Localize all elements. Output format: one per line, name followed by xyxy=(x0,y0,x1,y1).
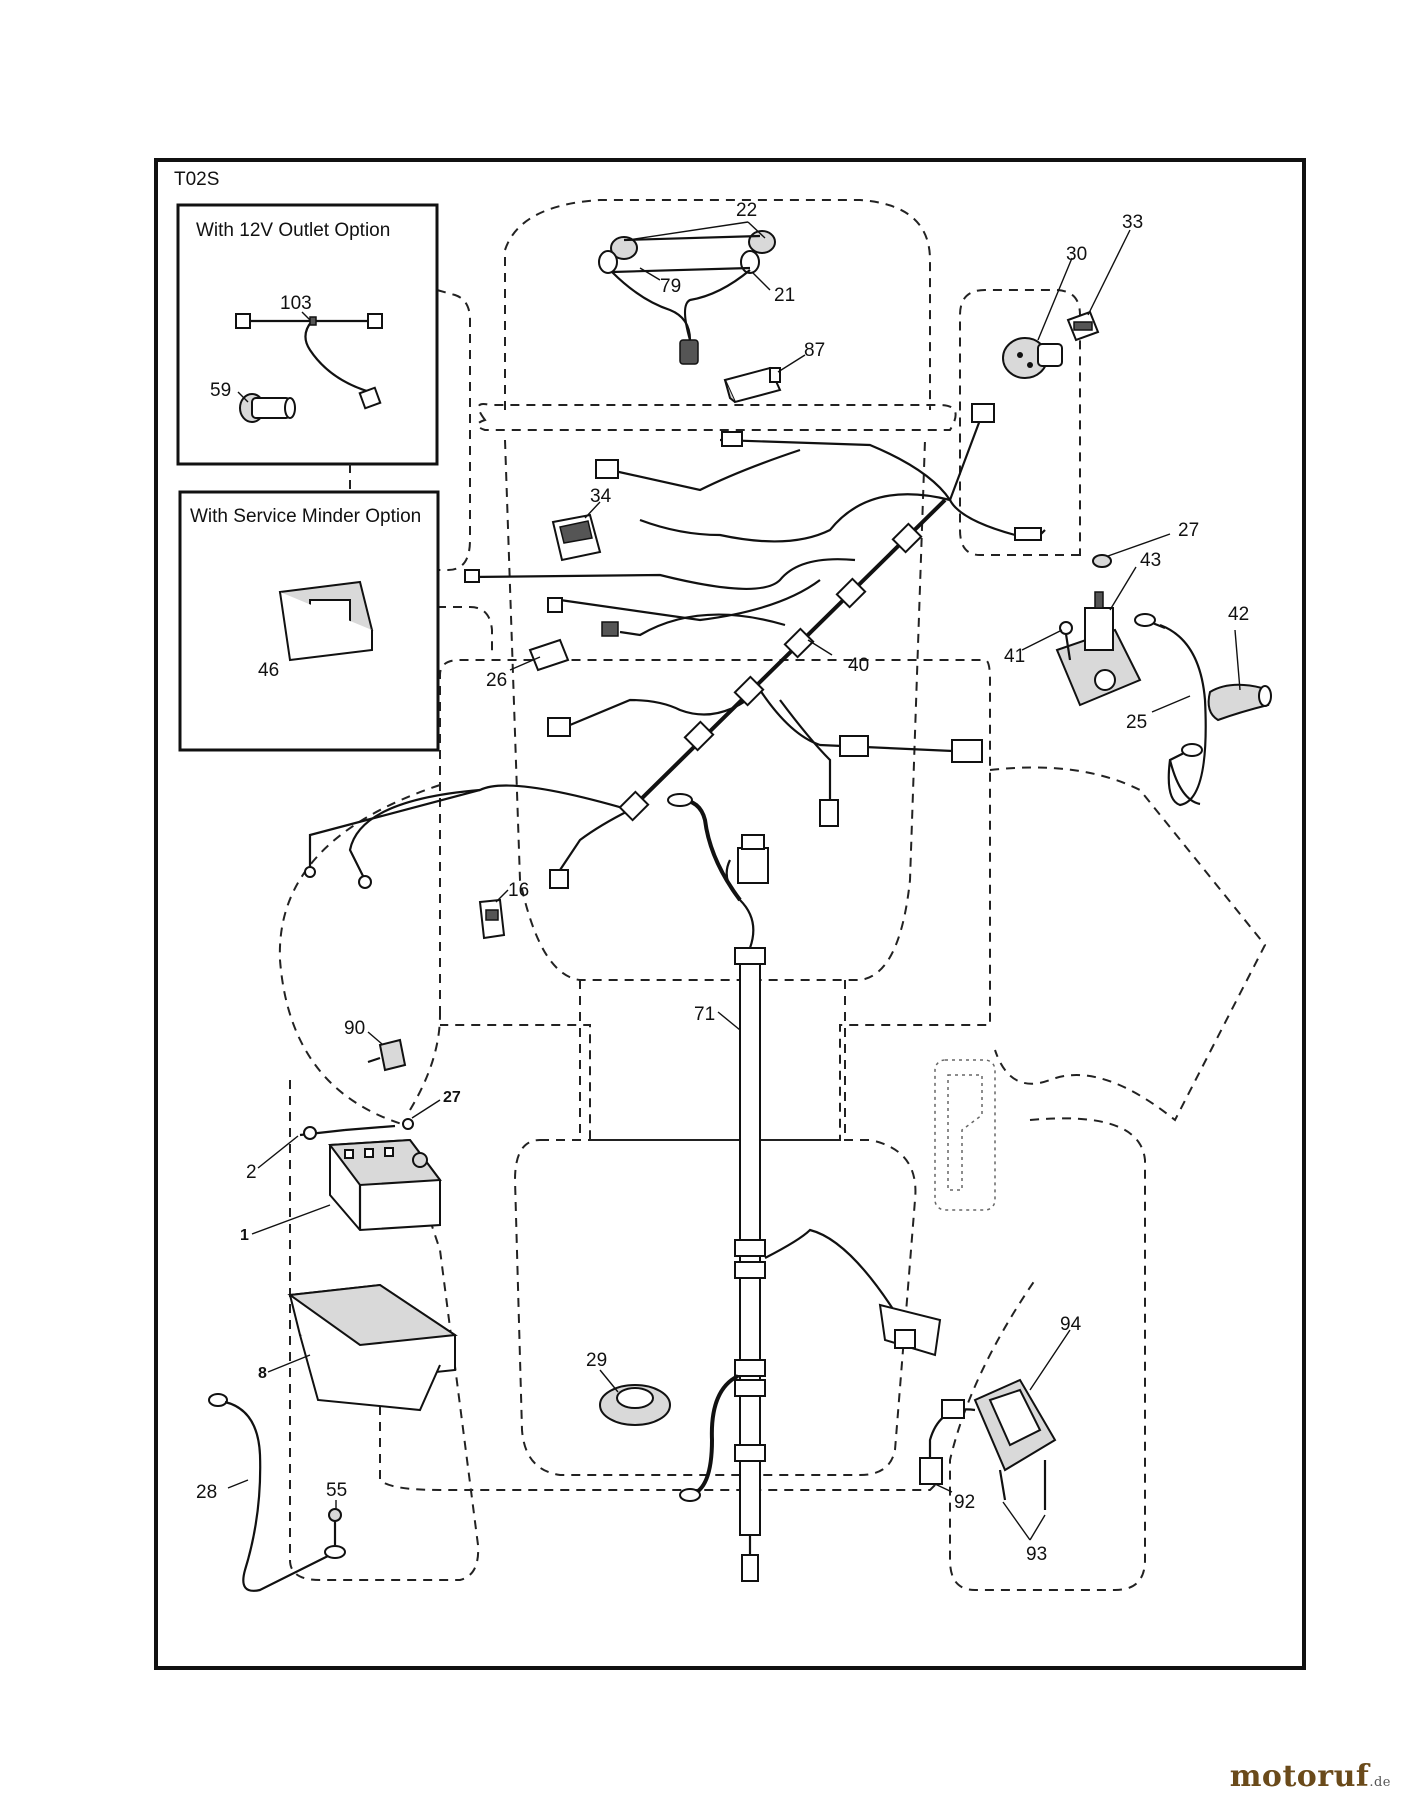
part-30-ignition-switch xyxy=(1002,337,1063,379)
label-103: 103 xyxy=(280,293,312,314)
label-1: 1 xyxy=(240,1227,249,1244)
part-8-battery-tray xyxy=(287,1283,458,1412)
part-16-seat-switch xyxy=(478,898,506,940)
label-26: 26 xyxy=(486,670,507,691)
part-87-relay xyxy=(723,366,782,404)
label-46: 46 xyxy=(258,660,279,681)
part-28-ground-cable xyxy=(208,1393,346,1592)
part-27-nut xyxy=(1092,554,1112,568)
part-93-screws xyxy=(998,1460,1047,1510)
part-33-ignition-key xyxy=(1066,310,1100,342)
label-21: 21 xyxy=(774,285,795,306)
part-40-main-harness xyxy=(304,403,1046,889)
part-46-service-minder xyxy=(278,580,374,662)
label-43: 43 xyxy=(1140,550,1161,571)
part-55-bolt xyxy=(328,1508,342,1545)
part-25-cable xyxy=(1134,613,1207,807)
label-2: 2 xyxy=(246,1162,257,1183)
part-42-terminal-boot xyxy=(1207,683,1272,722)
label-40: 40 xyxy=(848,655,869,676)
label-27: 27 xyxy=(1178,520,1199,541)
part-90-plug xyxy=(367,1038,407,1072)
part-103-outlet-harness xyxy=(235,313,383,410)
label-33: 33 xyxy=(1122,212,1143,233)
label-29: 29 xyxy=(586,1350,607,1371)
label-71: 71 xyxy=(694,1004,715,1025)
watermark-logo: motoruf.de xyxy=(1229,1759,1391,1794)
part-94-control-module xyxy=(973,1378,1057,1472)
label-30: 30 xyxy=(1066,244,1087,265)
part-27-battery-nut xyxy=(344,1118,414,1132)
label-59: 59 xyxy=(210,380,231,401)
label-42: 42 xyxy=(1228,604,1249,625)
part-43-solenoid xyxy=(1055,591,1142,707)
label-93: 93 xyxy=(1026,1544,1047,1565)
label-8: 8 xyxy=(258,1365,267,1382)
label-79: 79 xyxy=(660,276,681,297)
label-16: 16 xyxy=(508,880,529,901)
outlet-option-title: With 12V Outlet Option xyxy=(196,220,390,241)
diagram-frame xyxy=(154,158,1306,1670)
label-34: 34 xyxy=(590,486,612,507)
diagram-id: T02S xyxy=(174,169,219,190)
part-59-outlet-socket xyxy=(239,393,296,423)
part-2-bolt xyxy=(299,1126,346,1140)
part-71-harness xyxy=(667,793,942,1582)
part-41-bolt xyxy=(1059,621,1073,661)
label-27-battery: 27 xyxy=(443,1089,461,1106)
part-labels: 22 79 21 87 30 33 103 59 34 46 26 40 27 … xyxy=(196,200,1249,1565)
label-87: 87 xyxy=(804,340,825,361)
outlet-option-box: With 12V Outlet Option xyxy=(176,203,439,466)
part-1-battery xyxy=(328,1138,442,1232)
part-92-connector xyxy=(919,1399,976,1485)
label-55: 55 xyxy=(326,1480,347,1501)
tractor-outline xyxy=(278,199,1267,1591)
leader-lines xyxy=(227,221,1241,1541)
service-minder-option-title: With Service Minder Option xyxy=(190,506,421,527)
part-29-horn xyxy=(599,1384,671,1426)
label-41: 41 xyxy=(1004,646,1025,667)
label-28: 28 xyxy=(196,1482,217,1503)
label-90: 90 xyxy=(344,1018,365,1039)
label-92: 92 xyxy=(954,1492,975,1513)
label-25: 25 xyxy=(1126,712,1147,733)
label-94: 94 xyxy=(1060,1314,1082,1335)
part-34-switch xyxy=(551,513,602,562)
label-22: 22 xyxy=(736,200,757,221)
part-21-22-79-headlight-harness xyxy=(598,230,776,365)
